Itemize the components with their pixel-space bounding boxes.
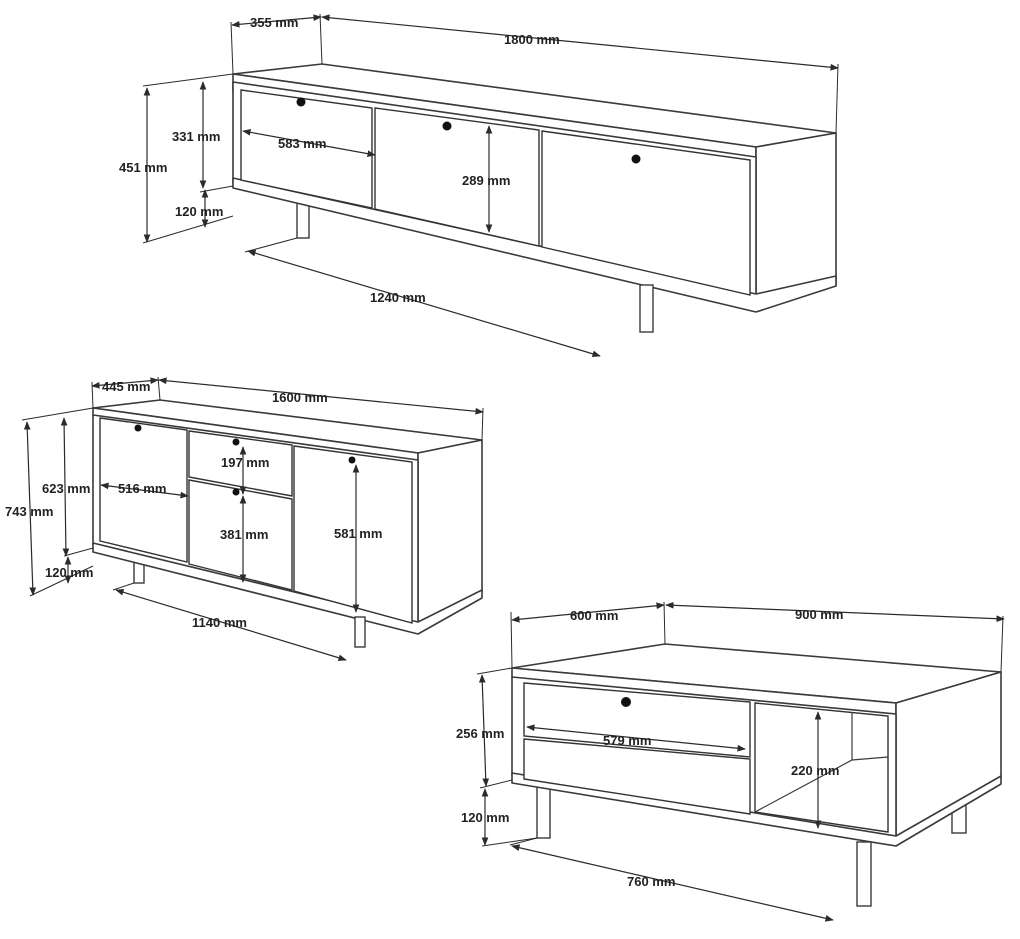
tv-unit-door-height-label: 289 mm <box>462 173 510 188</box>
coffee-table-leg-height-label: 120 mm <box>461 810 509 825</box>
sideboard-knob-middle <box>232 488 240 496</box>
tv-unit-front-leg <box>639 284 654 333</box>
coffee-table-shelf-height-label: 220 mm <box>791 763 839 778</box>
tv-unit-depth-label: 355 mm <box>250 15 298 30</box>
sideboard-middle-door-height-label: 381 mm <box>220 527 268 542</box>
tv-unit-right-side <box>755 132 837 304</box>
tv-unit-leg-height-label: 120 mm <box>175 204 223 219</box>
sideboard-door-width-label: 516 mm <box>118 481 166 496</box>
coffee-table-open-shelf <box>754 702 889 833</box>
tv-unit-door-width-label: 583 mm <box>278 136 326 151</box>
coffee-table-depth-label: 600 mm <box>570 608 618 623</box>
tv-unit-door-middle <box>374 107 540 247</box>
tv-unit-width-label: 1800 mm <box>504 32 560 47</box>
tv-unit-knob-middle <box>442 121 452 131</box>
sideboard-depth-label: 445 mm <box>102 379 150 394</box>
tv-unit-leg-span-label: 1240 mm <box>370 290 426 305</box>
sideboard-knob-right <box>348 456 356 464</box>
coffee-table-knob <box>621 697 631 707</box>
sideboard-base <box>92 542 483 635</box>
coffee-table-front-leg <box>856 841 872 907</box>
coffee-table-back-leg-left <box>536 784 551 839</box>
sideboard-drawing: 445 mm 1600 mm 743 mm 623 mm 120 mm 516 … <box>5 376 484 662</box>
coffee-table-width-label: 900 mm <box>795 607 843 622</box>
tv-unit-total-height-label: 451 mm <box>119 160 167 175</box>
sideboard-front-leg <box>354 616 366 648</box>
sideboard-leg-span-label: 1140 mm <box>192 615 247 630</box>
sideboard-right-door-height-label: 581 mm <box>334 526 382 541</box>
coffee-table-drawer-width-label: 579 mm <box>603 733 651 748</box>
sideboard-total-height-label: 743 mm <box>5 504 53 519</box>
tv-unit-knob-right <box>631 154 641 164</box>
coffee-table-drawer-lower <box>523 738 751 815</box>
tv-unit-drawing: 355 mm 1800 mm 451 mm 331 mm 120 mm 583 … <box>119 13 839 358</box>
sideboard-leg-height-label: 120 mm <box>45 565 93 580</box>
sideboard-knob-left <box>134 424 142 432</box>
tv-unit-knob-left <box>296 97 306 107</box>
sideboard-body-height-label: 623 mm <box>42 481 90 496</box>
coffee-table-base <box>511 772 1002 847</box>
tv-unit-door-right <box>541 130 751 296</box>
coffee-table-drawing: 600 mm 900 mm 256 mm 120 mm 579 mm 220 m… <box>456 601 1005 922</box>
coffee-table-leg-span-label: 760 mm <box>627 874 675 889</box>
tv-unit-body-height-label: 331 mm <box>172 129 220 144</box>
sideboard-knob-drawer <box>232 438 240 446</box>
sideboard-width-label: 1600 mm <box>272 390 328 405</box>
sideboard-drawer-height-label: 197 mm <box>221 455 269 470</box>
coffee-table-body-height-label: 256 mm <box>456 726 504 741</box>
